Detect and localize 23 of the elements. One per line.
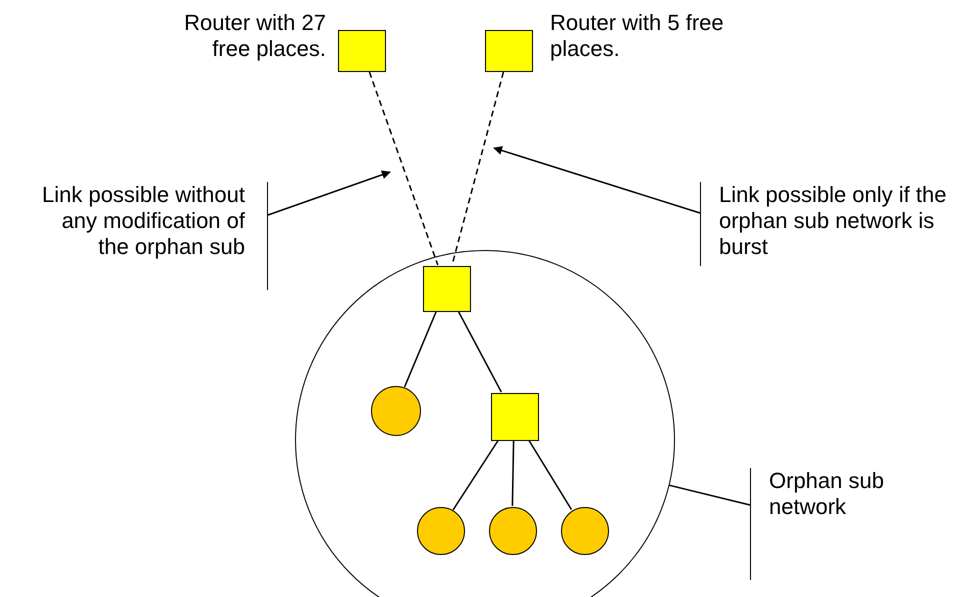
leader-line xyxy=(669,484,750,506)
router-square xyxy=(485,30,533,72)
node-circle xyxy=(417,507,465,555)
callout-text: Link possible only if the orphan sub network is burst xyxy=(700,182,953,266)
node-circle xyxy=(489,507,537,555)
leader-arrow xyxy=(268,170,391,216)
subnetwork-circle xyxy=(295,250,675,597)
callout-text: Link possible without any modification of the orphan sub xyxy=(40,182,268,290)
link-line xyxy=(528,440,572,510)
node-circle xyxy=(371,386,421,436)
link-line xyxy=(452,440,500,510)
router-caption: Router with 27 free places. xyxy=(183,10,326,62)
dashed-link xyxy=(368,72,438,266)
router-square xyxy=(491,393,539,441)
leader-arrow xyxy=(493,146,700,214)
router-square xyxy=(423,266,471,312)
router-caption: Router with 5 free places. xyxy=(550,10,725,62)
link-line xyxy=(512,440,514,506)
callout-text: Orphan sub network xyxy=(750,468,900,580)
link-line xyxy=(458,310,502,392)
router-square xyxy=(338,30,386,72)
node-circle xyxy=(561,507,609,555)
link-line xyxy=(404,310,438,388)
